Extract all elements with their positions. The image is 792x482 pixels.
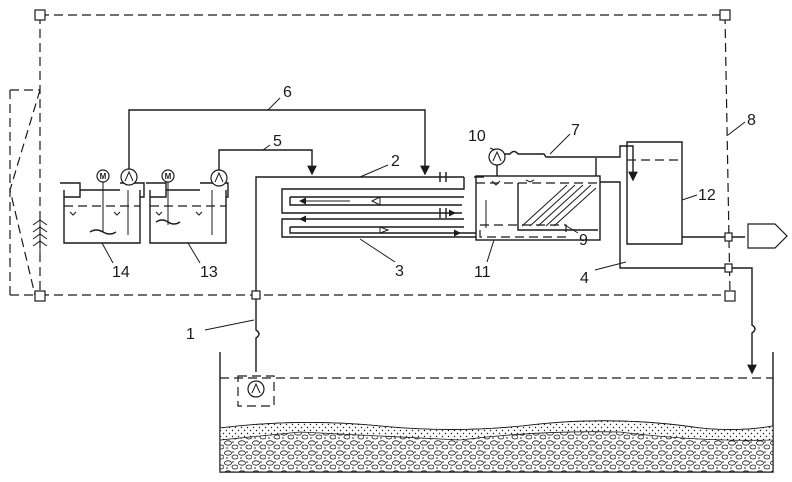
label-7: 7 <box>571 122 580 139</box>
pipe-1 <box>237 290 275 407</box>
callout-leaders <box>101 97 746 331</box>
label-6: 6 <box>283 84 292 101</box>
component-labels: 1 2 3 4 5 6 7 8 9 10 11 12 13 14 <box>112 84 756 343</box>
label-10: 10 <box>468 128 486 145</box>
label-1: 1 <box>186 326 195 343</box>
label-3: 3 <box>395 263 404 280</box>
pipe-2-and-channels-3 <box>255 172 484 295</box>
label-8: 8 <box>747 112 756 129</box>
valve-icon <box>439 172 447 182</box>
storage-tank-12 <box>626 141 788 249</box>
sedimentation-tank-11 <box>475 175 601 241</box>
label-2: 2 <box>391 153 400 170</box>
side-door-panel <box>9 89 48 296</box>
pump-10-and-pipe-7 <box>488 145 638 182</box>
pipe-4 <box>600 181 757 375</box>
pipe-5 <box>218 149 317 176</box>
label-9: 9 <box>579 232 588 249</box>
label-14: 14 <box>112 264 130 281</box>
label-11: 11 <box>474 264 491 281</box>
label-12: 12 <box>698 187 716 204</box>
motor-icon <box>161 169 175 183</box>
container-8 <box>34 9 736 302</box>
dosing-tank-14: M <box>60 168 145 244</box>
label-5: 5 <box>273 133 282 150</box>
valve-icon <box>439 208 447 218</box>
motor-icon <box>96 169 110 183</box>
label-13: 13 <box>200 264 218 281</box>
label-4: 4 <box>580 270 589 287</box>
pipe-6 <box>128 109 430 176</box>
dosing-tank-13: M <box>146 169 229 244</box>
svg-text:M: M <box>165 172 172 181</box>
svg-text:M: M <box>100 172 107 181</box>
outlet-nozzle-icon <box>747 223 788 249</box>
pond <box>219 352 774 473</box>
